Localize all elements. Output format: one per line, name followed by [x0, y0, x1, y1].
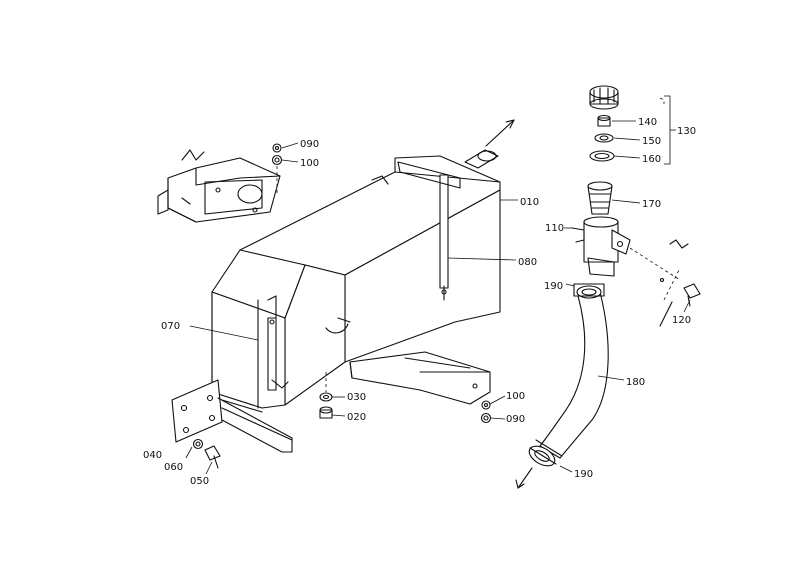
bolt-washer-lower-left — [185, 438, 221, 475]
label-140: 140 — [638, 117, 657, 128]
bolt-120 — [659, 277, 701, 313]
label-190-lower: 190 — [574, 469, 593, 480]
label-130: 130 — [677, 126, 696, 137]
nut-washer-lower-center — [319, 372, 346, 419]
label-170: 170 — [642, 199, 661, 210]
strap-left — [267, 295, 289, 391]
label-070: 070 — [161, 321, 180, 332]
label-180: 180 — [626, 377, 645, 388]
filler-hose — [515, 283, 625, 489]
label-090-upper: 090 — [300, 139, 319, 150]
label-120: 120 — [672, 315, 691, 326]
lower-left-bracket — [171, 379, 293, 453]
part-labels: 090 100 010 080 070 030 020 040 060 050 … — [143, 117, 696, 487]
label-030: 030 — [347, 392, 366, 403]
label-050: 050 — [190, 476, 209, 487]
label-010: 010 — [520, 197, 539, 208]
leader-lines — [189, 199, 518, 341]
label-110: 110 — [545, 223, 564, 234]
label-080: 080 — [518, 257, 537, 268]
fuel-tank — [211, 119, 515, 409]
filler-cap-assembly — [589, 85, 676, 165]
strainer-and-neck — [564, 181, 689, 327]
label-190-upper: 190 — [544, 281, 563, 292]
nut-washer-lower-right — [480, 395, 506, 424]
label-020: 020 — [347, 412, 366, 423]
label-150: 150 — [642, 136, 661, 147]
label-040: 040 — [143, 450, 162, 461]
label-090-lower: 090 — [506, 414, 525, 425]
nut-washer-upper-left — [271, 142, 299, 196]
strap-right — [397, 161, 461, 301]
label-100-lower: 100 — [506, 391, 525, 402]
label-060: 060 — [164, 462, 183, 473]
label-160: 160 — [642, 154, 661, 165]
upper-mount-bracket — [157, 149, 281, 223]
label-100-upper: 100 — [300, 158, 319, 169]
